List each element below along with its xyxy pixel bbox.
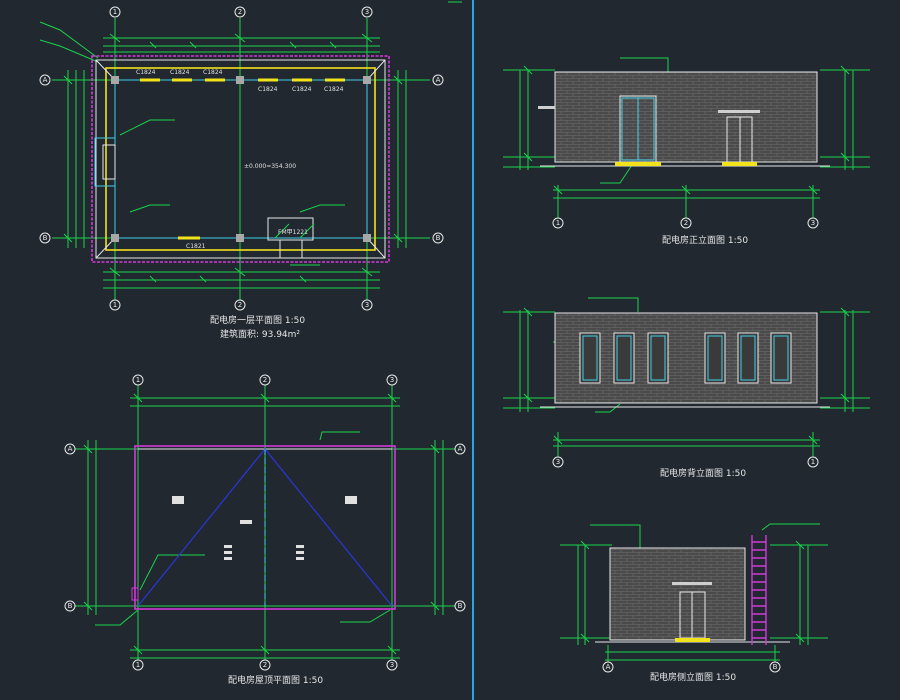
- side-elevation-dimension-lines: [560, 523, 828, 665]
- svg-text:3: 3: [365, 301, 369, 309]
- floor-plan-door-step: [279, 239, 303, 259]
- svg-text:1: 1: [556, 219, 560, 227]
- side-elevation[interactable]: A B 配电房侧立面图 1:50: [560, 523, 828, 683]
- floor-plan-window-tag: C1824: [170, 69, 190, 76]
- floor-plan-eave: [105, 67, 376, 251]
- floor-plan-elevation-tag: ±0.000=354.300: [244, 163, 296, 170]
- floor-plan-door-swing: [274, 223, 315, 239]
- svg-text:3: 3: [365, 8, 369, 16]
- svg-text:B: B: [458, 602, 463, 610]
- side-elevation-step: [675, 638, 710, 642]
- roof-annotation-marks: [172, 496, 357, 560]
- floor-plan-columns: [111, 76, 371, 242]
- svg-text:2: 2: [238, 8, 242, 16]
- svg-text:A: A: [606, 663, 611, 671]
- floor-plan-window-tag: C1824: [258, 86, 278, 93]
- roof-drain: [131, 587, 139, 601]
- svg-text:B: B: [68, 602, 73, 610]
- svg-text:2: 2: [263, 661, 267, 669]
- floor-plan-roof-outline: [91, 55, 390, 263]
- roof-plan-axis-bubbles: 1 2 3 1 2 3 A B A B: [64, 374, 466, 671]
- svg-text:3: 3: [390, 661, 394, 669]
- floor-plan-window-tag: C1821: [186, 243, 206, 250]
- svg-text:A: A: [43, 76, 48, 84]
- side-elevation-axis-bubbles: A B: [602, 661, 781, 673]
- back-elevation-axis-bubbles: 3 1: [552, 456, 819, 468]
- front-elevation[interactable]: 1 2 3 配电房正立面图 1:50: [503, 57, 870, 246]
- roof-plan[interactable]: 1 2 3 1 2 3 A B A B 配电房屋顶平面图 1:50: [64, 374, 466, 686]
- floor-plan[interactable]: C1824 C1824 C1824 C1824 C1824 C1824 C182…: [39, 6, 444, 340]
- floor-plan-left-pit: [102, 144, 116, 180]
- floor-plan-window-tag: C1824: [324, 86, 344, 93]
- side-elevation-ladder-icon: [751, 535, 767, 645]
- floor-plan-window-tag: C1824: [292, 86, 312, 93]
- svg-text:1: 1: [136, 376, 140, 384]
- side-elevation-title: 配电房侧立面图 1:50: [650, 671, 736, 683]
- roof-plan-title: 配电房屋顶平面图 1:50: [228, 674, 323, 686]
- svg-text:B: B: [436, 234, 441, 242]
- floor-plan-window-tag: C1824: [203, 69, 223, 76]
- floor-plan-door-tag: FM甲1221: [278, 229, 308, 236]
- side-elevation-brick-wall: [609, 547, 746, 641]
- floor-plan-corner-lines: [95, 59, 386, 259]
- back-elevation[interactable]: 3 1 配电房背立面图 1:50: [503, 297, 870, 479]
- front-elevation-door-canopy: [718, 110, 760, 113]
- svg-text:A: A: [68, 445, 73, 453]
- svg-text:2: 2: [684, 219, 688, 227]
- svg-text:3: 3: [556, 458, 560, 466]
- floor-plan-windows: [140, 78, 345, 240]
- floor-plan-area: 建筑面积: 93.94m²: [220, 328, 300, 340]
- svg-text:3: 3: [811, 219, 815, 227]
- svg-text:3: 3: [390, 376, 394, 384]
- front-elevation-axis-bubbles: 1 2 3: [552, 217, 819, 229]
- svg-text:1: 1: [811, 458, 815, 466]
- svg-text:1: 1: [113, 8, 117, 16]
- svg-text:A: A: [458, 445, 463, 453]
- front-elevation-left-canopy: [538, 106, 555, 109]
- side-elevation-door-canopy: [672, 582, 712, 585]
- front-elevation-brick-wall: [554, 71, 818, 163]
- floor-plan-outer-wall: [95, 59, 386, 259]
- floor-plan-axis-bubbles: 1 2 3 1 2 3 A B A B: [39, 6, 444, 311]
- svg-text:2: 2: [238, 301, 242, 309]
- back-elevation-title: 配电房背立面图 1:50: [660, 467, 746, 479]
- roof-outline: [134, 445, 396, 610]
- back-elevation-window-frames: [582, 335, 789, 381]
- front-elevation-dimension-lines: [503, 57, 870, 220]
- svg-text:1: 1: [136, 661, 140, 669]
- svg-text:A: A: [436, 76, 441, 84]
- floor-plan-window-tag: C1824: [136, 69, 156, 76]
- floor-plan-title: 配电房一层平面图 1:50: [210, 314, 305, 326]
- floor-plan-inner-wall: [114, 79, 368, 239]
- front-elevation-title: 配电房正立面图 1:50: [662, 234, 748, 246]
- back-elevation-windows: [579, 332, 792, 384]
- svg-text:B: B: [773, 663, 778, 671]
- back-elevation-brick-wall: [554, 312, 818, 404]
- svg-text:B: B: [43, 234, 48, 242]
- front-elevation-door-step: [722, 162, 757, 166]
- svg-text:2: 2: [263, 376, 267, 384]
- back-elevation-dimension-lines: [503, 297, 870, 460]
- front-elevation-step: [615, 162, 661, 166]
- svg-text:1: 1: [113, 301, 117, 309]
